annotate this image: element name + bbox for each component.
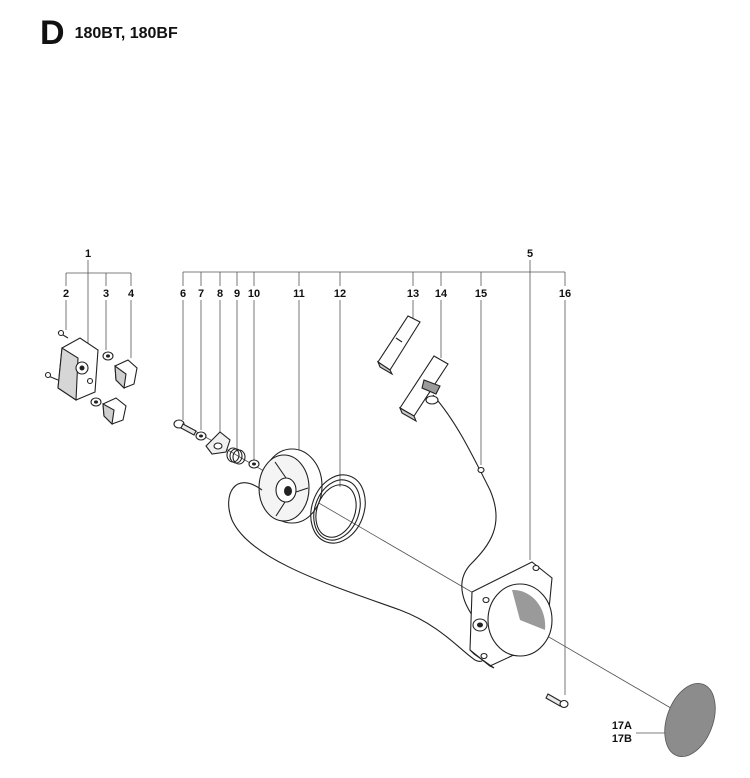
part-15-rope-guide — [477, 466, 485, 474]
part-1-bracket-assembly — [57, 337, 99, 401]
label-1: 1 — [85, 248, 91, 260]
part-starter-rope — [228, 394, 497, 662]
label-12: 12 — [334, 288, 346, 300]
part-10-washer — [248, 459, 260, 469]
label-5: 5 — [527, 248, 533, 260]
part-12-recoil-spring — [310, 474, 366, 544]
diagram-header: D 180BT, 180BF — [40, 16, 178, 50]
label-3: 3 — [103, 288, 109, 300]
label-8: 8 — [217, 288, 223, 300]
part-2-screws — [44, 329, 69, 381]
label-2: 2 — [63, 288, 69, 300]
label-17b: 17B — [612, 733, 632, 745]
label-4: 4 — [128, 288, 135, 300]
section-letter: D — [40, 14, 65, 52]
label-9: 9 — [234, 288, 240, 300]
part-5-starter-housing — [469, 561, 553, 669]
part-11-pulley — [258, 448, 323, 524]
part-7-washer — [195, 431, 207, 441]
label-7: 7 — [198, 288, 204, 300]
part-14-handle-insert — [398, 355, 449, 423]
part-labels: 1 2 3 4 5 6 7 8 9 10 11 12 13 14 15 16 1… — [63, 248, 632, 745]
leader-lines — [65, 260, 701, 734]
part-3-washers — [90, 351, 114, 407]
part-13-handle — [376, 315, 421, 376]
label-16: 16 — [559, 288, 571, 300]
label-17a: 17A — [612, 720, 632, 732]
part-6-bolt — [173, 419, 197, 436]
label-6: 6 — [180, 288, 186, 300]
part-16-screw — [545, 693, 569, 709]
label-10: 10 — [248, 288, 260, 300]
part-4-knobs — [102, 359, 138, 426]
label-15: 15 — [475, 288, 487, 300]
label-11: 11 — [293, 288, 305, 300]
model-title: 180BT, 180BF — [74, 25, 178, 42]
label-14: 14 — [435, 288, 448, 300]
part-9-spring — [226, 447, 246, 465]
label-13: 13 — [407, 288, 419, 300]
part-17-decal — [664, 683, 716, 757]
part-8-pawl — [205, 431, 231, 455]
